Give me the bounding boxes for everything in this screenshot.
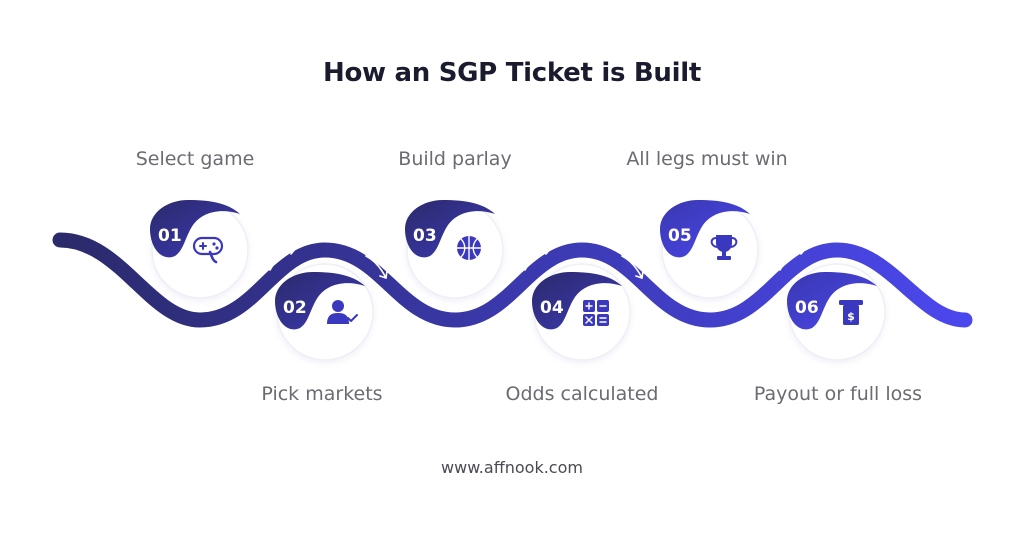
step-tag-05: 05 [660,200,750,258]
step-number-02: 02 [283,298,307,318]
wave-arrow-2 [365,255,388,279]
wave-arrow-5 [779,244,807,271]
step-tag-02: 02 [275,272,365,330]
step-number-03: 03 [413,226,437,246]
step-label-02: Pick markets [261,383,383,405]
svg-text:$: $ [847,310,855,323]
gamepad-icon [192,236,224,264]
trophy-icon [710,235,738,260]
step-tag-04: 04 [532,272,622,330]
step-number-06: 06 [795,298,819,318]
wave-ribbon [52,232,973,328]
step-number-01: 01 [158,226,182,246]
basketball-icon [457,236,481,260]
page-title: How an SGP Ticket is Built [323,58,701,88]
step-number-05: 05 [668,226,692,246]
step-number-04: 04 [540,298,564,318]
atm-cash-icon: $ [839,300,863,325]
step-tag-01: 01 [150,200,240,258]
step-label-04: Odds calculated [505,383,659,405]
step-label-05: All legs must win [626,148,788,170]
step-label-03: Build parlay [398,148,512,170]
wave-arrow-1 [269,244,297,271]
step-label-01: Select game [135,148,255,170]
footer-url: www.affnook.com [441,458,583,477]
wave-arrow-3 [524,244,552,271]
user-check-icon [327,300,358,324]
step-tag-03: 03 [405,200,495,258]
step-tag-06: 06 [787,272,877,330]
step-label-06: Payout or full loss [753,383,923,405]
wave-arrow-4 [621,255,644,279]
calculator-icon [583,300,609,326]
